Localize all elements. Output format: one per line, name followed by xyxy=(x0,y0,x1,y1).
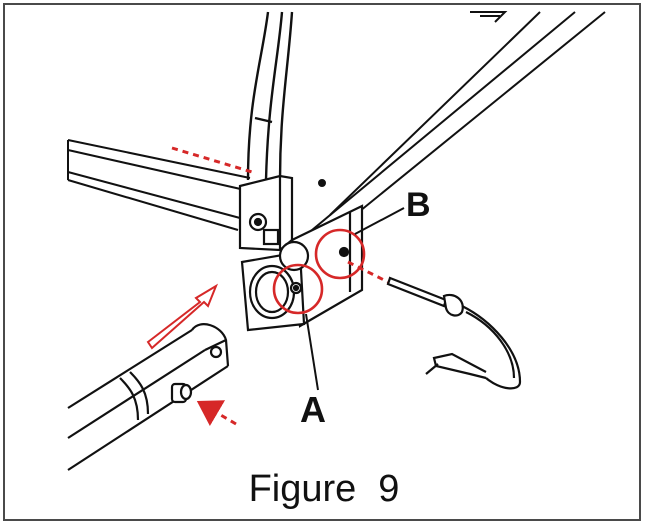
caption-word: Figure xyxy=(248,468,357,510)
guide-lines xyxy=(171,146,389,427)
curved-upright xyxy=(246,11,294,181)
frame-rails xyxy=(67,11,606,251)
lower-tube xyxy=(67,323,230,471)
leader-line-a xyxy=(305,313,319,391)
caption-number: 9 xyxy=(378,468,400,510)
callout-label-b: B xyxy=(406,186,431,224)
callout-circle-a xyxy=(272,263,324,315)
highlight-circles xyxy=(272,228,366,315)
pull-pin xyxy=(386,276,522,390)
upper-clamp xyxy=(238,174,294,252)
callout-circle-b xyxy=(314,228,366,280)
leader-lines xyxy=(305,207,405,391)
callout-label-a: A xyxy=(300,389,326,430)
figure-caption: Figure 9 xyxy=(0,470,648,508)
insert-arrow xyxy=(146,283,219,350)
leader-line-b xyxy=(354,207,405,235)
